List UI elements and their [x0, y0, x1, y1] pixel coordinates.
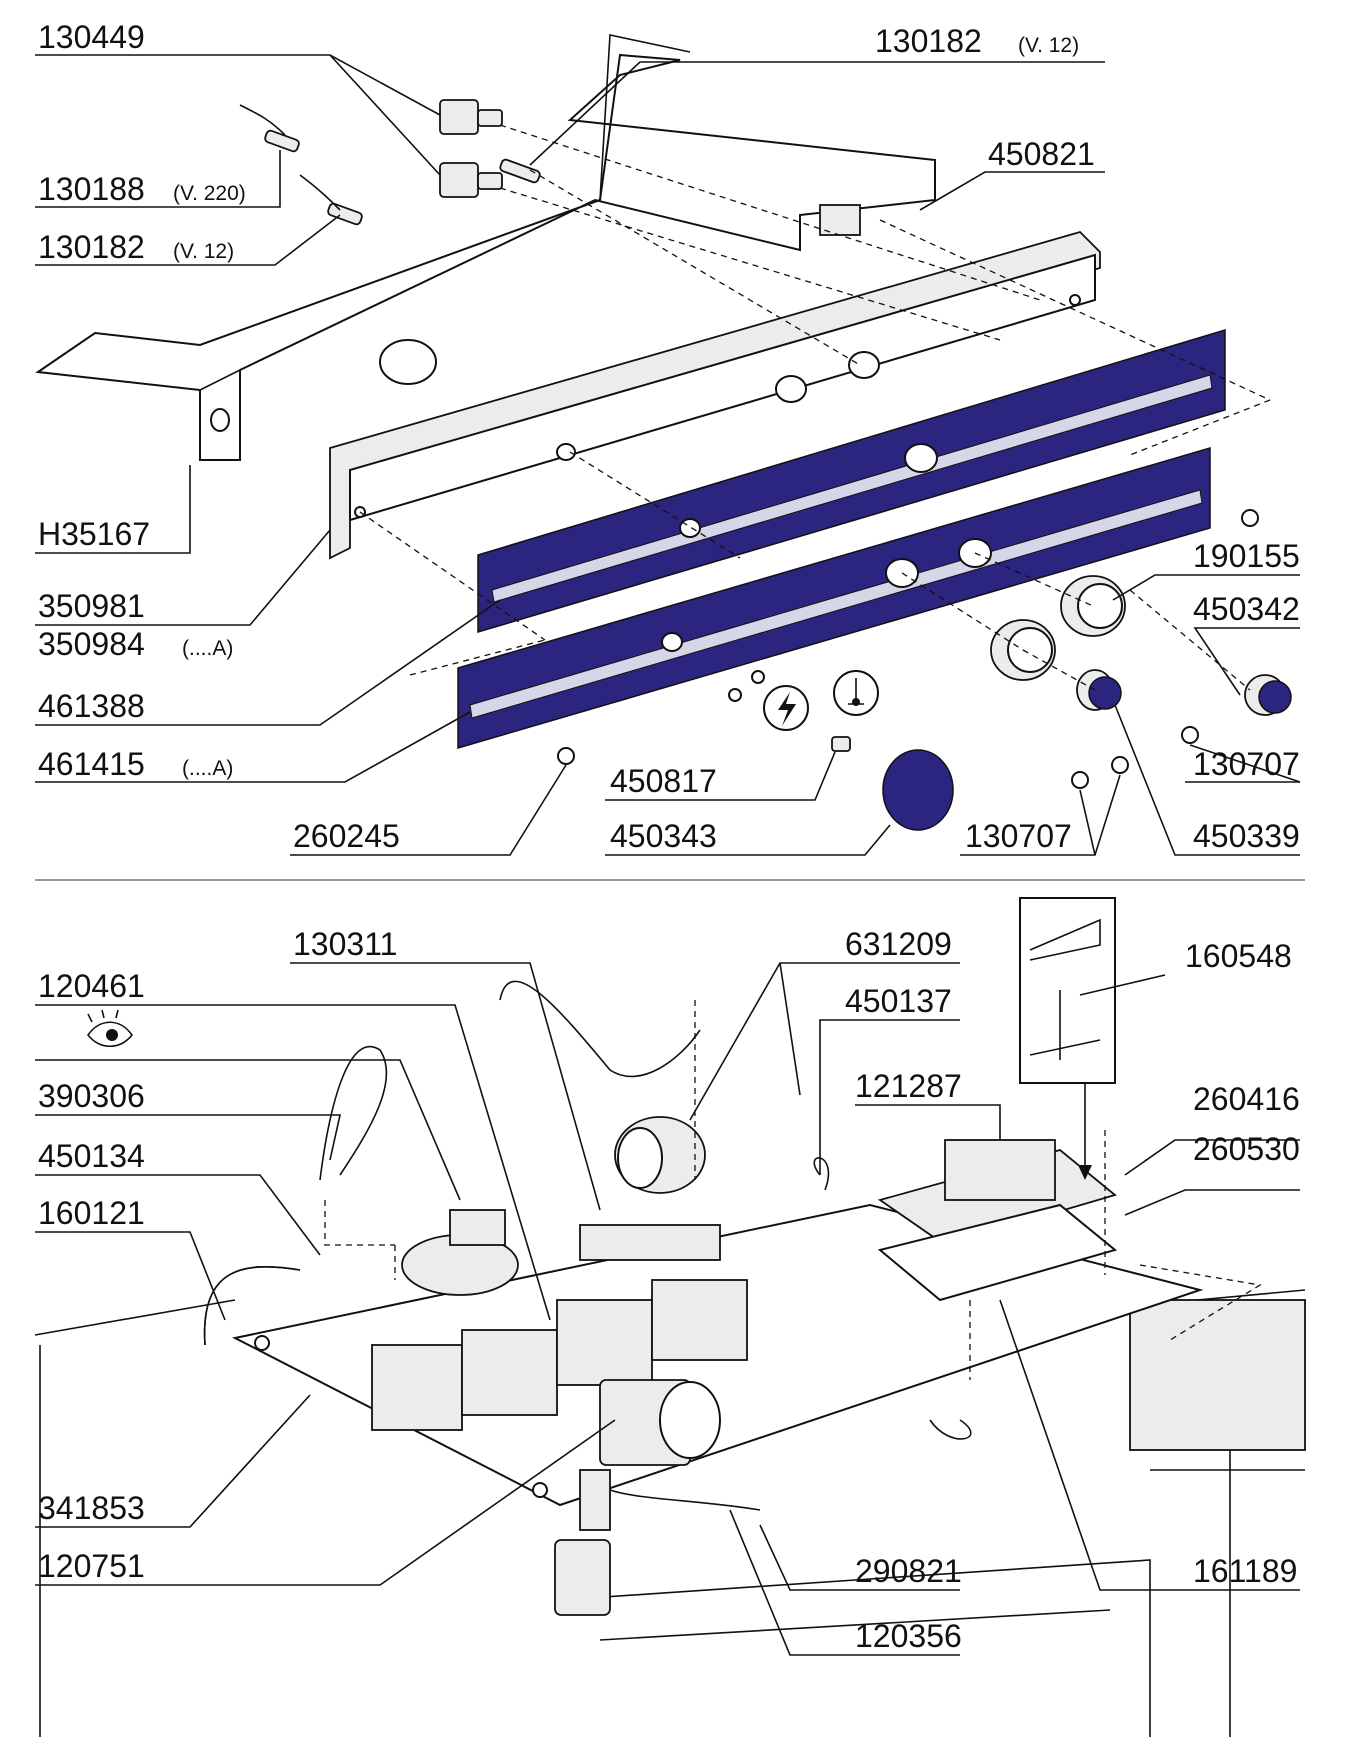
panel-461415-drawing: [457, 446, 1211, 750]
part-variant-461415: (....A): [182, 757, 233, 780]
part-label-450817: 450817: [610, 763, 717, 799]
part-label-450339: 450339: [1193, 818, 1300, 854]
inset-detail-160548: [1019, 897, 1116, 1180]
part-label-130707-a: 130707: [965, 818, 1072, 854]
part-label-260245: 260245: [293, 818, 400, 854]
fan-drawing: [614, 1116, 706, 1194]
part-label-450342: 450342: [1193, 591, 1300, 627]
rail-350981-drawing: [329, 230, 1101, 560]
circuit-board-drawing: [877, 1139, 1118, 1302]
part-label-290821: 290821: [855, 1553, 962, 1589]
part-label-161189: 161189: [1193, 1553, 1297, 1589]
part-label-121287: 121287: [855, 1068, 962, 1104]
part-label-390306: 390306: [38, 1078, 145, 1114]
part-label-450134: 450134: [38, 1138, 145, 1174]
eye-icon: [86, 1009, 134, 1048]
thermometer-symbol-icon: [833, 670, 879, 716]
valves-drawing: [239, 99, 541, 226]
top-assembly-lines: [359, 124, 1271, 691]
part-label-130449: 130449: [38, 19, 145, 55]
screws-drawing: [557, 509, 1259, 789]
part-variant-350984: (....A): [182, 637, 233, 660]
bracket-h35167-drawing: [35, 34, 936, 461]
knobs-drawing: [831, 575, 1292, 831]
rotary-switch-drawing: [599, 1379, 721, 1466]
pressure-switch-drawing: [401, 1209, 519, 1296]
part-label-120751: 120751: [38, 1548, 145, 1584]
part-variant-130182-left: (V. 12): [173, 240, 234, 263]
part-label-461388: 461388: [38, 688, 145, 724]
panel-461388-drawing: [477, 328, 1226, 634]
bottom-leader-lines: [35, 962, 1300, 1656]
part-label-130182-left: 130182: [38, 229, 145, 265]
part-label-h35167: H35167: [38, 516, 150, 552]
cables-drawing: [319, 980, 972, 1616]
part-label-120461: 120461: [38, 968, 145, 1004]
part-label-130311: 130311: [293, 926, 397, 962]
part-label-450821: 450821: [988, 136, 1095, 172]
part-variant-130182-top: (V. 12): [1018, 34, 1079, 57]
part-label-160121: 160121: [38, 1195, 145, 1231]
part-label-130182-top: 130182: [875, 23, 982, 59]
appliance-body-drawing: [34, 1289, 1306, 1737]
part-label-190155: 190155: [1193, 538, 1300, 574]
part-label-350984: 350984: [38, 626, 145, 662]
lightning-symbol-icon: [763, 685, 809, 731]
part-label-450137: 450137: [845, 983, 952, 1019]
part-variant-130188: (V. 220): [173, 182, 246, 205]
part-label-260416: 260416: [1193, 1081, 1300, 1117]
part-label-260530: 260530: [1193, 1131, 1300, 1167]
part-label-450343: 450343: [610, 818, 717, 854]
terminal-blocks-drawing: [371, 1224, 748, 1431]
part-label-160548: 160548: [1185, 938, 1292, 974]
top-leader-lines: [35, 54, 1301, 856]
part-label-120356: 120356: [855, 1618, 962, 1654]
part-label-130188: 130188: [38, 171, 145, 207]
part-label-341853: 341853: [38, 1490, 145, 1526]
part-label-461415: 461415: [38, 746, 145, 782]
part-label-350981: 350981: [38, 588, 145, 624]
part-label-631209: 631209: [845, 926, 952, 962]
part-labels: 130449 130182 (V. 12) 130188 (V. 220) 13…: [38, 19, 1300, 1654]
part-label-130707-b: 130707: [1193, 746, 1300, 782]
bottom-assembly-lines: [324, 1000, 1262, 1380]
